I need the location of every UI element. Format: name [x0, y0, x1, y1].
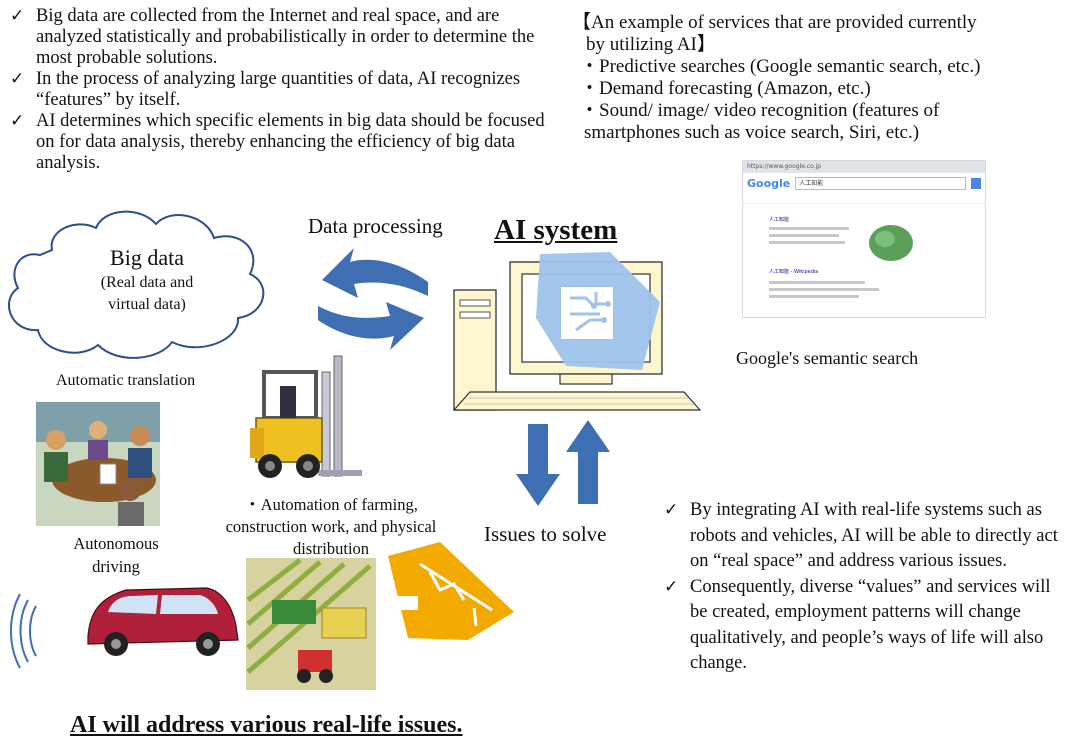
bullet-text: Consequently, diverse “values” and servi…	[690, 576, 1051, 674]
automation-line: distribution	[292, 539, 370, 558]
big-data-label: Big data (Real data and virtual data)	[62, 244, 232, 316]
browser-bar: https://www.google.co.jp	[743, 161, 985, 173]
example-item: ・Predictive searches (Google semantic se…	[580, 56, 981, 77]
farm-illustration	[246, 558, 376, 690]
bottom-title: AI will address various real-life issues…	[70, 712, 463, 738]
check-icon: ✓	[10, 69, 25, 89]
google-query: 人工知能	[795, 177, 966, 190]
bullet-item: ✓ Consequently, diverse “values” and serv…	[660, 575, 1060, 677]
google-caption: Google's semantic search	[736, 348, 919, 368]
data-processing-arrows	[318, 248, 428, 350]
bullet-text: AI determines which specific elements in…	[36, 111, 545, 173]
bottom-right-bullets: ✓ By integrating AI with real-life system…	[660, 498, 1060, 677]
issues-arrows	[516, 420, 610, 506]
bullet-item: ✓ AI determines which specific elements i…	[6, 111, 546, 174]
bullet-text: In the process of analyzing large quanti…	[36, 69, 521, 110]
bullet-item: ✓ By integrating AI with real-life system…	[660, 498, 1060, 575]
check-icon: ✓	[664, 500, 679, 520]
computer-illustration	[452, 252, 702, 411]
top-left-bullets: ✓ Big data are collected from the Interne…	[6, 6, 546, 174]
example-item-cont: smartphones such as voice search, Siri, …	[584, 122, 920, 143]
check-icon: ✓	[10, 111, 25, 131]
google-logo: Google	[747, 177, 791, 190]
bullet-text: Big data are collected from the Internet…	[36, 6, 535, 68]
bullet-item: ✓ Big data are collected from the Interne…	[6, 6, 546, 69]
google-tabs	[743, 194, 985, 204]
ai-system-title: AI system	[494, 214, 618, 246]
bullet-text: By integrating AI with real-life systems…	[690, 500, 1058, 571]
autonomous-driving-label: Autonomous driving	[56, 532, 176, 578]
big-data-sub-line: (Real data and	[100, 274, 194, 291]
automation-label: ・Automation of farming, construction wor…	[196, 494, 466, 560]
big-data-title: Big data	[110, 245, 184, 270]
big-data-cloud	[8, 210, 265, 359]
examples-heading-cont: by utilizing AI】	[586, 34, 716, 55]
crane-icon	[388, 542, 514, 640]
brain-icon	[769, 225, 913, 298]
big-data-sub: (Real data and virtual data)	[62, 272, 232, 316]
big-data-sub-line: virtual data)	[108, 296, 186, 313]
google-result-2: 人工知能 - Wikipedia	[769, 269, 819, 275]
forklift-illustration	[250, 355, 362, 478]
google-search-screenshot: https://www.google.co.jp Google 人工知能 人工知…	[742, 160, 986, 318]
example-item: ・Demand forecasting (Amazon, etc.)	[580, 78, 871, 99]
ai-service-examples: 【An example of services that are provide…	[572, 12, 1062, 144]
autonomous-line: driving	[92, 557, 140, 576]
automatic-translation-label: Automatic translation	[56, 372, 196, 389]
check-icon: ✓	[664, 576, 679, 597]
check-icon: ✓	[10, 6, 25, 26]
autonomous-line: Autonomous	[73, 534, 159, 553]
automation-line: ・Automation of farming,	[244, 495, 418, 514]
examples-heading: 【An example of services that are provide…	[572, 12, 977, 33]
search-icon	[971, 178, 981, 189]
data-processing-label: Data processing	[308, 214, 443, 238]
issues-to-solve-label: Issues to solve	[484, 522, 607, 546]
google-result-1: 人工知能	[769, 217, 790, 223]
example-item: ・Sound/ image/ video recognition (featur…	[580, 100, 940, 121]
autonomous-car-illustration	[10, 587, 239, 669]
google-search-bar: Google 人工知能	[743, 173, 985, 194]
translation-illustration	[36, 402, 160, 526]
ai-chip-icon	[536, 252, 660, 370]
automation-line: construction work, and physical	[225, 517, 437, 536]
bullet-item: ✓ In the process of analyzing large quant…	[6, 69, 546, 111]
